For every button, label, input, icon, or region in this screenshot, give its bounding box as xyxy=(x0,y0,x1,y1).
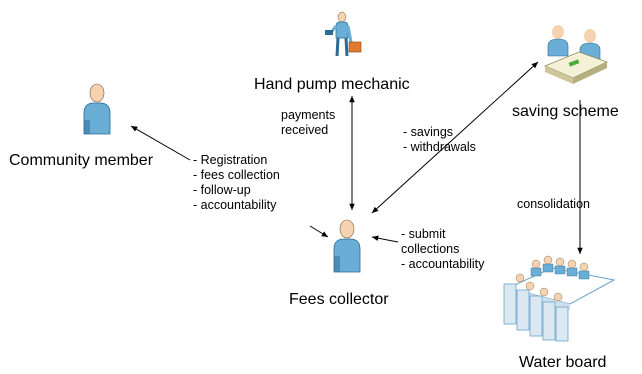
edge-label-line: - fees collection xyxy=(193,168,280,182)
node-label-water-board: Water board xyxy=(519,354,607,371)
edge-label-collector-saving: - savings - withdrawals xyxy=(403,125,476,155)
mechanic-with-toolbox-icon xyxy=(325,11,362,57)
edge-label-line: payments xyxy=(281,108,336,122)
edge-label-line: - Registration xyxy=(193,153,268,167)
arrow-collector-saving xyxy=(371,61,539,214)
node-label-saving-scheme: saving scheme xyxy=(512,103,619,120)
edge-label-line: - accountability xyxy=(401,257,485,271)
node-label-community-member: Community member xyxy=(9,152,154,169)
edge-label-line: - withdrawals xyxy=(403,140,476,154)
arrow-board-to-collector xyxy=(371,235,399,243)
arrow-community-to-collector xyxy=(309,225,329,238)
edge-label-collector-to-community: - Registration - fees collection - follo… xyxy=(193,153,280,213)
edge-label-line: - accountability xyxy=(193,198,277,212)
edge-label-line: collections xyxy=(401,242,460,256)
edge-label-line: - savings xyxy=(403,125,454,139)
edge-label-mechanic-collector: payments received xyxy=(281,108,335,138)
edge-label-line: received xyxy=(281,123,329,137)
person-icon xyxy=(83,83,111,135)
board-meeting-icon xyxy=(503,255,616,342)
node-label-fees-collector: Fees collector xyxy=(289,291,389,308)
node-label-hand-pump-mechanic: Hand pump mechanic xyxy=(254,76,410,93)
edge-label-line: consolidation xyxy=(517,197,590,211)
person-icon xyxy=(333,219,361,273)
edge-label-line: - follow-up xyxy=(193,183,251,197)
edge-label-line: - submit xyxy=(401,227,446,241)
edge-label-board-to-collector: - submit collections - accountability xyxy=(401,227,484,272)
people-at-desk-icon xyxy=(543,25,609,84)
arrow-collector-to-community xyxy=(130,125,191,161)
edge-label-saving-to-board: consolidation xyxy=(517,197,590,212)
